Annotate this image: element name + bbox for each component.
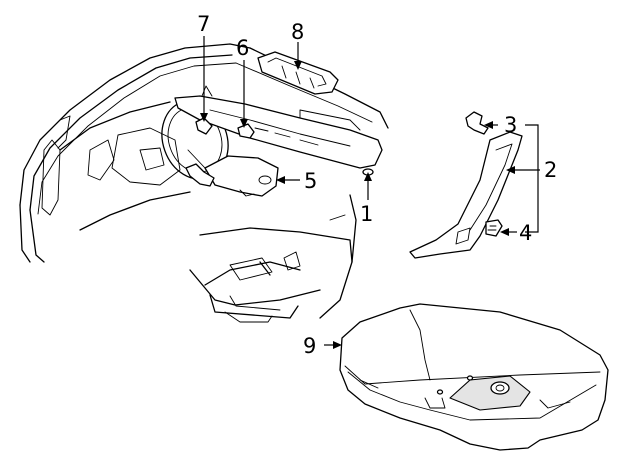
callout-3: 3 — [504, 113, 517, 137]
part-2-pillar-trim — [409, 131, 523, 259]
callout-6: 6 — [236, 36, 249, 60]
vehicle-interior-illustration — [19, 43, 389, 323]
callout-7: 7 — [197, 12, 210, 36]
leader-lines — [200, 36, 540, 349]
callout-9: 9 — [303, 334, 316, 358]
callout-5: 5 — [304, 169, 317, 193]
callout-1: 1 — [360, 202, 373, 226]
part-8-vent-grille — [257, 51, 339, 95]
part-3-clip — [465, 111, 489, 135]
part-7-bracket — [185, 117, 215, 187]
callout-2: 2 — [544, 158, 557, 182]
part-6-clip — [237, 123, 255, 139]
part-9-floor-tray — [339, 303, 609, 451]
callout-4: 4 — [519, 221, 532, 245]
part-4-bracket — [485, 219, 503, 237]
callout-8: 8 — [291, 20, 304, 44]
callout-labels: 1 2 3 4 5 6 7 8 9 — [197, 12, 557, 358]
part-5-lower-trim — [204, 155, 279, 197]
